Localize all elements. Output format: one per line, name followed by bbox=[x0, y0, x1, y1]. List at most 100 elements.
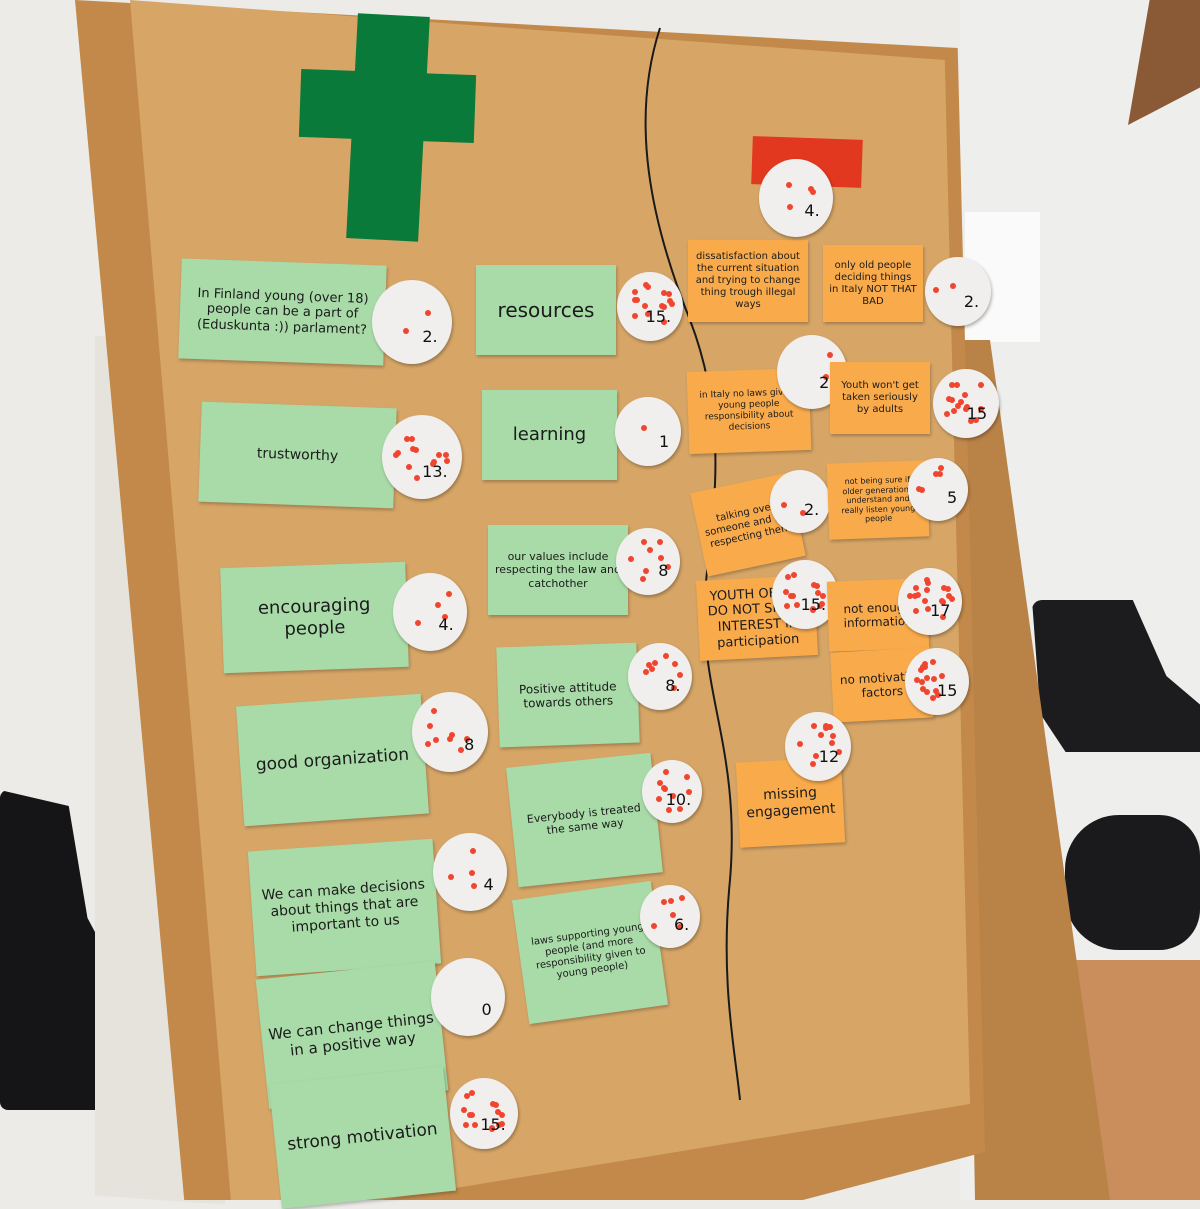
vote-dot bbox=[667, 298, 674, 305]
vote-dot bbox=[968, 417, 975, 424]
vote-count: 4 bbox=[483, 874, 494, 894]
vote-dot bbox=[781, 502, 788, 509]
vote-dot bbox=[938, 598, 945, 605]
vote-dot bbox=[446, 591, 453, 598]
vote-dot bbox=[676, 924, 683, 931]
vote-dot bbox=[914, 591, 921, 598]
vote-dot bbox=[676, 805, 683, 812]
vote-dot bbox=[498, 1120, 505, 1127]
vote-dot bbox=[499, 1111, 506, 1118]
vote-dot bbox=[643, 281, 650, 288]
note-text: resources bbox=[497, 298, 595, 322]
vote-count: 6. bbox=[673, 915, 690, 935]
vote-dot bbox=[676, 671, 683, 678]
vote-dot bbox=[930, 675, 937, 682]
vote-dot bbox=[930, 695, 937, 702]
vote-dot bbox=[469, 1090, 476, 1097]
vote-dot bbox=[793, 602, 800, 609]
note-text: missing engagement bbox=[746, 784, 836, 821]
note-text: good organization bbox=[255, 744, 410, 776]
vote-dot bbox=[918, 487, 925, 494]
vote-count: 8 bbox=[464, 735, 475, 755]
vote-dot bbox=[912, 607, 919, 614]
vote-circle: 2. bbox=[770, 470, 830, 533]
vote-circle: 15 bbox=[933, 369, 999, 439]
vote-dot bbox=[641, 425, 648, 432]
vote-dot bbox=[954, 382, 961, 389]
vote-dot bbox=[490, 1101, 497, 1108]
vote-dot bbox=[946, 593, 953, 600]
note-text: Youth won't get taken seriously by adult… bbox=[841, 380, 919, 415]
vote-dot bbox=[641, 302, 648, 309]
vote-circle: 1 bbox=[615, 397, 681, 467]
vote-dot bbox=[679, 895, 686, 902]
vote-dot bbox=[923, 675, 930, 682]
vote-dot bbox=[915, 486, 922, 493]
plus-sign bbox=[298, 68, 477, 144]
vote-count: 15. bbox=[645, 307, 672, 327]
positive-sticky-note: encouraging people bbox=[220, 561, 409, 674]
note-text: We can change things in a positive way bbox=[267, 1008, 435, 1060]
positive-sticky-note: In Finland young (over 18) people can be… bbox=[178, 258, 387, 366]
note-text: laws supporting young people (and more r… bbox=[530, 920, 647, 981]
vote-dot bbox=[470, 847, 477, 854]
vote-dot bbox=[782, 588, 789, 595]
note-text: dissatisfaction about the current situat… bbox=[695, 251, 801, 310]
vote-count: 8. bbox=[665, 676, 681, 696]
negative-sticky-note: dissatisfaction about the current situat… bbox=[688, 240, 808, 322]
vote-dot bbox=[938, 465, 945, 472]
vote-circle: 15 bbox=[905, 648, 969, 716]
vote-dot bbox=[647, 547, 654, 554]
vote-dot bbox=[785, 182, 792, 189]
vote-dot bbox=[658, 303, 665, 310]
vote-dot bbox=[404, 436, 411, 442]
vote-count: 8 bbox=[658, 561, 669, 581]
vote-dot bbox=[462, 1122, 469, 1129]
vote-dot bbox=[972, 416, 979, 423]
vote-dot bbox=[447, 873, 454, 880]
vote-dot bbox=[800, 509, 807, 516]
vote-dot bbox=[836, 749, 843, 756]
positive-sticky-note: Everybody is treated the same way bbox=[506, 752, 663, 888]
vote-circle: 8. bbox=[628, 643, 692, 711]
vote-count: 15 bbox=[937, 681, 958, 701]
vote-dot bbox=[643, 669, 650, 676]
vote-dot bbox=[435, 601, 441, 608]
vote-dot bbox=[978, 406, 985, 413]
vote-dot bbox=[660, 319, 667, 326]
note-text: encouraging people bbox=[257, 593, 371, 640]
vote-dot bbox=[663, 768, 670, 775]
vote-dot bbox=[461, 1107, 468, 1114]
vote-dot bbox=[809, 761, 816, 768]
vote-dot bbox=[925, 579, 932, 586]
vote-count: 2. bbox=[963, 292, 980, 312]
vote-dot bbox=[435, 451, 442, 458]
vote-count: 2. bbox=[422, 326, 438, 346]
vote-dot bbox=[809, 189, 816, 195]
vote-dot bbox=[932, 470, 939, 477]
vote-dot bbox=[493, 1102, 500, 1109]
vote-dot bbox=[652, 660, 659, 666]
vote-dot bbox=[813, 583, 820, 590]
vote-dot bbox=[785, 574, 792, 581]
vote-dot bbox=[442, 452, 449, 459]
vote-dot bbox=[797, 740, 804, 747]
vote-dot bbox=[924, 586, 930, 593]
vote-count: 12 bbox=[818, 747, 840, 767]
vote-dot bbox=[912, 584, 919, 591]
vote-dot bbox=[924, 689, 931, 695]
vote-dot bbox=[949, 397, 956, 404]
vote-dot bbox=[913, 677, 920, 684]
positive-sticky-note: trustworthy bbox=[198, 401, 397, 509]
positive-sticky-note: Positive attitude towards others bbox=[496, 642, 640, 748]
vote-dot bbox=[667, 897, 674, 904]
vote-dot bbox=[958, 398, 965, 405]
vote-dot bbox=[924, 606, 931, 613]
vote-dot bbox=[651, 922, 658, 929]
vote-circle: 5 bbox=[908, 458, 968, 521]
vote-dot bbox=[923, 577, 930, 584]
vote-dot bbox=[663, 653, 670, 659]
positive-sticky-note: good organization bbox=[236, 693, 429, 827]
vote-dot bbox=[919, 685, 926, 692]
vote-dot bbox=[424, 309, 431, 316]
